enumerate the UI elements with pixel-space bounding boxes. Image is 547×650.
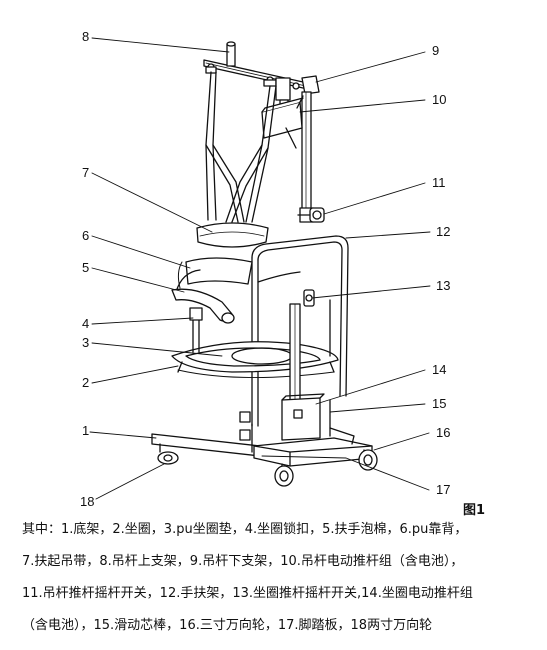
callout-13: 13 <box>436 278 451 293</box>
base-chassis <box>151 411 373 467</box>
lifting-strap <box>196 71 277 248</box>
callout-6: 6 <box>82 228 90 243</box>
figure-label: 图1 <box>463 503 486 518</box>
lift-device-drawing <box>89 37 431 500</box>
seat-actuator <box>281 289 331 441</box>
callout-14: 14 <box>432 362 447 377</box>
callout-1: 1 <box>82 423 90 438</box>
callout-4: 4 <box>82 316 90 331</box>
callout-3: 3 <box>82 335 90 350</box>
callout-2: 2 <box>82 375 90 390</box>
lift-actuator <box>261 77 304 149</box>
callout-8: 8 <box>82 29 90 44</box>
armrest-backrest <box>171 257 253 324</box>
callout-12: 12 <box>436 224 451 239</box>
callout-10: 10 <box>432 92 447 107</box>
leader-lines <box>89 37 431 500</box>
seat-ring <box>171 299 339 378</box>
callout-16: 16 <box>436 425 451 440</box>
caption-line-4: （含电池），15.滑动芯棒，16.三寸万向轮，17.脚踏板，18两寸万向轮 <box>22 618 433 633</box>
callout-5: 5 <box>82 260 90 275</box>
callout-11: 11 <box>432 175 446 190</box>
callout-17: 17 <box>436 482 451 497</box>
upper-bracket <box>203 41 313 91</box>
caption-line-1: 其中：1.底架，2.坐圈，3.pu坐圈垫，4.坐圈锁扣，5.扶手泡棉，6.pu靠… <box>22 522 468 537</box>
callout-15: 15 <box>432 396 447 411</box>
callout-18: 18 <box>80 494 95 509</box>
caption-line-3: 11.吊杆推杆摇杆开关，12.手扶架，13.坐圈推杆摇杆开关,14.坐圈电动推杆… <box>22 586 473 601</box>
caption-line-2: 7.扶起吊带，8.吊杆上支架，9.吊杆下支架，10.吊杆电动推杆组（含电池）， <box>22 554 464 569</box>
callout-7: 7 <box>82 165 90 180</box>
lift-switch <box>297 207 325 223</box>
callout-9: 9 <box>432 43 440 58</box>
